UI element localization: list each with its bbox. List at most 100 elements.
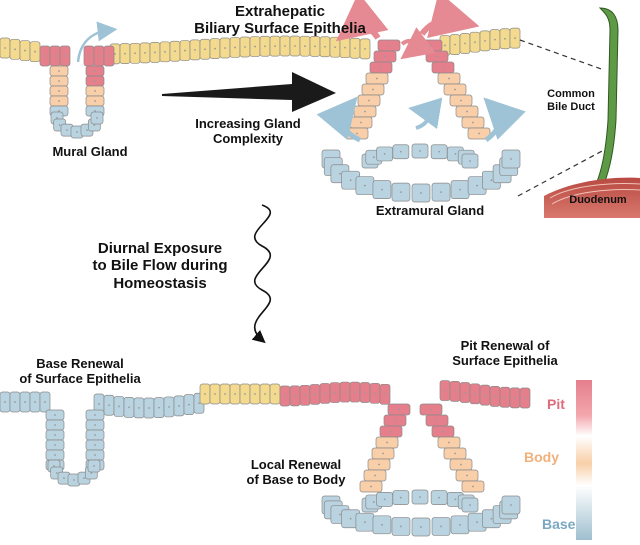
cell-nucleus — [372, 501, 375, 503]
cell-nucleus — [494, 38, 496, 41]
surface-epithelium-top — [0, 27, 521, 65]
cell-nucleus — [442, 66, 444, 69]
cell-nucleus — [24, 401, 26, 403]
cell-nucleus — [214, 393, 216, 395]
cell-nucleus — [108, 404, 110, 407]
surface-epithelium-bottom — [0, 380, 531, 419]
cell-nucleus — [214, 47, 216, 50]
cell-nucleus — [372, 88, 374, 91]
cell-nucleus — [472, 485, 474, 488]
color-scale-bar — [576, 380, 592, 540]
cell-nucleus — [334, 391, 336, 394]
gland-complexity-line2: Complexity — [212, 130, 284, 146]
cell-nucleus — [114, 52, 116, 55]
diurnal-line1: Diurnal Exposure — [97, 240, 223, 257]
cell-nucleus — [368, 99, 370, 102]
pit-swirl-arrow — [400, 27, 436, 60]
zoom-line-lower — [517, 149, 605, 197]
cell-nucleus — [184, 49, 186, 52]
cell-nucleus — [66, 129, 68, 132]
cell-nucleus — [436, 419, 438, 422]
base-renewal-line1: Base Renewal — [36, 356, 124, 371]
cell-nucleus — [53, 465, 55, 467]
cell-nucleus — [118, 405, 120, 408]
base-arrow-left — [316, 96, 362, 143]
cell-nucleus — [390, 430, 392, 433]
pit-arrow-left — [335, 0, 389, 42]
cell-nucleus — [344, 391, 346, 393]
cell-nucleus — [339, 513, 341, 516]
cell-nucleus — [476, 184, 479, 187]
cell-nucleus — [484, 394, 486, 397]
cell-nucleus — [454, 43, 456, 46]
extramural-gland-label: Extramural Gland — [360, 203, 500, 219]
gland-complexity-label: Increasing Gland Complexity — [178, 116, 318, 147]
cell-nucleus — [73, 479, 75, 481]
diurnal-label: Diurnal Exposure to Bile Flow during Hom… — [70, 240, 250, 292]
duodenum-wall — [544, 177, 640, 218]
cell-nucleus — [469, 160, 471, 162]
cell-nucleus — [164, 50, 166, 53]
cell-nucleus — [440, 191, 442, 194]
cell-nucleus — [384, 55, 386, 58]
scale-label-base: Base — [542, 516, 576, 532]
cell-nucleus — [436, 55, 438, 58]
cell-nucleus — [442, 430, 444, 433]
cell-nucleus — [54, 414, 56, 416]
cell-nucleus — [490, 179, 493, 182]
cell-nucleus — [474, 392, 476, 395]
cell-nucleus — [394, 419, 396, 422]
cell-nucleus — [244, 46, 246, 48]
diurnal-line2: to Bile Flow during — [92, 257, 228, 275]
surface-title-line1: Extrahepatic — [234, 3, 326, 20]
cell-nucleus — [504, 37, 506, 40]
cell-nucleus — [14, 48, 16, 51]
cell-nucleus — [54, 444, 56, 446]
cell-nucleus — [464, 391, 466, 394]
cell-nucleus — [138, 406, 140, 409]
cell-nucleus — [93, 465, 95, 467]
cell-nucleus — [472, 121, 474, 124]
cell-nucleus — [134, 52, 136, 55]
cell-nucleus — [419, 496, 421, 498]
cell-nucleus — [399, 496, 402, 499]
base-swirl-arrow — [408, 97, 443, 130]
cell-nucleus — [90, 472, 93, 474]
cell-nucleus — [372, 156, 375, 159]
cell-nucleus — [54, 434, 56, 436]
cell-nucleus — [96, 117, 98, 119]
cell-nucleus — [384, 393, 386, 396]
cell-nucleus — [34, 50, 36, 53]
cell-nucleus — [55, 472, 58, 474]
cell-nucleus — [198, 402, 200, 405]
surface-title-line2: Biliary Surface Epithelia — [194, 20, 366, 38]
cell-nucleus — [454, 153, 457, 155]
cell-nucleus — [490, 517, 493, 520]
cell-nucleus — [376, 77, 378, 80]
cell-nucleus — [54, 55, 56, 57]
cell-nucleus — [168, 406, 170, 408]
cell-nucleus — [354, 391, 356, 393]
duodenum-fold — [551, 189, 640, 205]
diurnal-line3: Homeostasis — [113, 274, 207, 292]
cell-nucleus — [94, 424, 96, 426]
cell-nucleus — [349, 517, 352, 520]
cell-nucleus — [94, 100, 96, 102]
cell-nucleus — [378, 463, 380, 466]
cell-nucleus — [399, 150, 402, 153]
cell-nucleus — [94, 80, 96, 82]
cell-nucleus — [420, 526, 422, 528]
cell-nucleus — [354, 47, 356, 50]
cell-nucleus — [510, 158, 512, 160]
cell-nucleus — [430, 44, 432, 47]
base-arrow-right — [483, 97, 526, 143]
cell-nucleus — [154, 51, 156, 54]
cell-nucleus — [4, 401, 6, 403]
base-renewal-line2: of Surface Epithelia — [19, 370, 141, 386]
cell-nucleus — [76, 131, 78, 133]
cell-nucleus — [188, 403, 190, 406]
cell-nucleus — [204, 393, 206, 395]
cell-nucleus — [58, 90, 60, 92]
cell-nucleus — [430, 408, 432, 411]
